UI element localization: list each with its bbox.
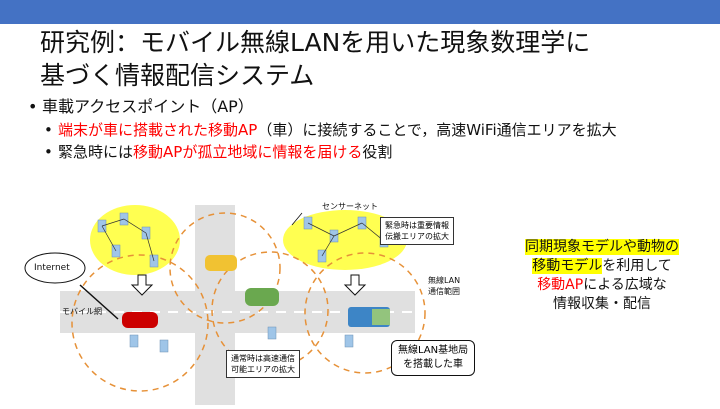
callout-text: 同期現象モデルや動物の 移動モデルを利用して 移動APによる広域な 情報収集・配… xyxy=(497,238,707,314)
bullet-sub-1-red: 端末が車に搭載された移動AP xyxy=(58,121,258,139)
callout-line-3: 移動APによる広域な xyxy=(497,276,707,295)
callout-line-2: 移動モデルを利用して xyxy=(497,257,707,276)
sensor-area-left xyxy=(90,205,180,275)
sensor-pointer xyxy=(291,212,303,226)
base-station-note: 無線LAN基地局 を搭載した車 xyxy=(391,340,476,376)
sensor-area-right xyxy=(283,210,407,270)
bullet-sub-1: •端末が車に搭載された移動AP（車）に接続することで，高速WiFi通信エリアを拡… xyxy=(44,121,617,139)
sensor-links xyxy=(101,218,385,262)
callout-line-3-text: による広域な xyxy=(583,277,667,293)
bullet-sub-1-text: （車）に接続することで，高速WiFi通信エリアを拡大 xyxy=(257,121,617,139)
network-diagram: センサーネット Internet モバイル網 緊急時は重要情報 伝搬エリアの拡大… xyxy=(0,195,720,405)
bullet-sub-2-red: 移動APが孤立地域に情報を届ける xyxy=(133,143,363,161)
callout-line-2-hl: 移動モデル xyxy=(532,258,603,274)
callout-line-3-red: 移動AP xyxy=(537,277,584,293)
bullet-main: •車載アクセスポイント（AP） xyxy=(28,97,254,116)
callout-line-1-text: 同期現象モデルや動物の xyxy=(525,239,679,255)
emergency-note: 緊急時は重要情報 伝搬エリアの拡大 xyxy=(380,217,454,245)
callout-line-2-text: を利用して xyxy=(602,258,672,274)
normal-note: 通常時は高速通信 可能エリアの拡大 xyxy=(226,350,300,378)
slide-title: 研究例：モバイル無線LANを用いた現象数理学に 基づく情報配信システム xyxy=(40,28,591,90)
range-circle-1 xyxy=(71,254,209,392)
range-circle-2 xyxy=(169,212,281,324)
car-red xyxy=(122,312,158,328)
arrow-down-left xyxy=(130,274,154,296)
bullet-sub-2-pre: 緊急時には xyxy=(58,143,134,161)
bullet-sub-2-post: 役割 xyxy=(362,143,393,161)
internet-cloud xyxy=(24,252,86,284)
callout-line-1: 同期現象モデルや動物の xyxy=(497,238,707,257)
callout-line-4: 情報収集・配信 xyxy=(553,296,651,312)
bullet-sub-2: •緊急時には移動APが孤立地域に情報を届ける役割 xyxy=(44,143,393,161)
internet-label: Internet xyxy=(34,263,70,273)
mobile-link xyxy=(79,284,119,320)
range-circle-4 xyxy=(304,252,426,374)
arrow-down-right xyxy=(343,274,367,296)
mobile-net-label: モバイル網 xyxy=(62,307,102,316)
wlan-range-label: 無線LAN 通信範囲 xyxy=(428,276,461,296)
sensor-net-label: センサーネット xyxy=(322,202,378,211)
car-yellow xyxy=(205,255,237,271)
bullet-main-text: 車載アクセスポイント（AP） xyxy=(42,97,254,116)
car-bus-front xyxy=(372,309,390,325)
bullet-list: •車載アクセスポイント（AP） •端末が車に搭載された移動AP（車）に接続するこ… xyxy=(28,96,708,164)
title-bar xyxy=(0,0,720,24)
car-green xyxy=(245,288,279,306)
